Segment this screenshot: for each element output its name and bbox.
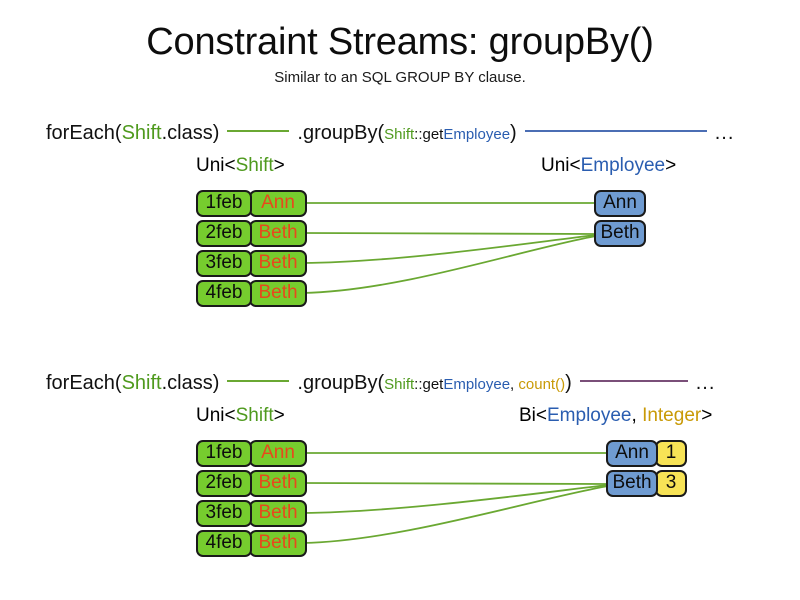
- ellipsis-1: ...: [714, 122, 735, 144]
- ellipsis-2: ...: [695, 372, 716, 394]
- mapper-type: Shift: [384, 376, 415, 393]
- shift-date: 2feb: [196, 220, 252, 247]
- page-subtitle: Similar to an SQL GROUP BY clause.: [274, 69, 526, 86]
- group-row[interactable]: Ann 1: [606, 440, 687, 467]
- shift-date: 2feb: [196, 470, 252, 497]
- groupby-suffix: ): [510, 122, 517, 144]
- foreach-type: Shift: [121, 122, 162, 144]
- left-type-suffix: >: [273, 405, 285, 426]
- right-type-separator: ,: [631, 405, 643, 426]
- link-3feb-beth: [302, 234, 597, 264]
- shift-date: 1feb: [196, 440, 252, 467]
- left-type-name: Shift: [235, 405, 274, 426]
- shift-row[interactable]: 1feb Ann: [196, 440, 307, 467]
- shift-row[interactable]: 4feb Beth: [196, 530, 307, 557]
- groupby-prefix: .groupBy(: [297, 372, 385, 394]
- mapper-type: Shift: [384, 126, 415, 143]
- group-employee: Ann: [594, 190, 646, 217]
- shift-date: 3feb: [196, 250, 252, 277]
- group-employee: Beth: [594, 220, 646, 247]
- left-type-label-1: Uni<Shift>: [196, 154, 285, 178]
- shift-employee: Beth: [249, 250, 307, 277]
- group-employee: Ann: [606, 440, 658, 467]
- link-2feb-beth-2: [302, 482, 609, 485]
- foreach-type: Shift: [121, 372, 162, 394]
- right-type-name: Employee: [580, 155, 666, 176]
- rule-purple-2: [579, 379, 688, 382]
- mapper-separator: ::get: [414, 376, 444, 393]
- right-type-suffix: >: [665, 155, 677, 176]
- collector-separator: ,: [510, 376, 519, 393]
- left-type-label-2: Uni<Shift>: [196, 404, 285, 428]
- group-row[interactable]: Beth 3: [606, 470, 687, 497]
- collector-name: count(): [518, 376, 566, 393]
- shift-employee: Ann: [249, 190, 307, 217]
- shift-row[interactable]: 3feb Beth: [196, 250, 307, 277]
- page-title: Constraint Streams: groupBy(): [146, 21, 654, 63]
- group-row[interactable]: Beth: [594, 220, 646, 247]
- groupby-prefix: .groupBy(: [297, 122, 385, 144]
- right-type-name-2: Integer: [642, 405, 702, 426]
- shift-employee: Ann: [249, 440, 307, 467]
- shift-row[interactable]: 1feb Ann: [196, 190, 307, 217]
- section-2-links: [302, 452, 609, 544]
- right-type-label-1: Uni<Employee>: [541, 154, 676, 178]
- link-3feb-beth-2: [302, 484, 609, 514]
- mapper-property: Employee: [443, 376, 511, 393]
- shift-row[interactable]: 3feb Beth: [196, 500, 307, 527]
- right-type-name: Employee: [547, 405, 632, 426]
- shift-row[interactable]: 2feb Beth: [196, 220, 307, 247]
- shift-row[interactable]: 2feb Beth: [196, 470, 307, 497]
- shift-employee: Beth: [249, 530, 307, 557]
- left-type-prefix: Uni<: [196, 155, 236, 176]
- shift-employee: Beth: [249, 280, 307, 307]
- mapper-separator: ::get: [414, 126, 444, 143]
- foreach-suffix: .class): [161, 122, 220, 144]
- shift-employee: Beth: [249, 500, 307, 527]
- right-type-prefix: Bi<: [519, 405, 547, 426]
- group-count: 1: [655, 440, 687, 467]
- group-row[interactable]: Ann: [594, 190, 646, 217]
- foreach-prefix: forEach(: [46, 122, 122, 144]
- right-type-label-2: Bi<Employee, Integer>: [519, 404, 712, 428]
- group-count: 3: [655, 470, 687, 497]
- left-type-name: Shift: [235, 155, 274, 176]
- shift-row[interactable]: 4feb Beth: [196, 280, 307, 307]
- right-type-suffix: >: [701, 405, 713, 426]
- mapper-property: Employee: [443, 126, 511, 143]
- code-line-groupby-key-count: forEach(Shift.class).groupBy(Shift::getE…: [46, 370, 776, 396]
- rule-green-1: [227, 129, 290, 132]
- rule-green-2: [227, 379, 290, 382]
- shift-employee: Beth: [249, 220, 307, 247]
- code-line-groupby-key: forEach(Shift.class).groupBy(Shift::getE…: [46, 120, 776, 146]
- shift-date: 4feb: [196, 280, 252, 307]
- foreach-prefix: forEach(: [46, 372, 122, 394]
- section-1-links: [302, 202, 597, 294]
- right-type-prefix: Uni<: [541, 155, 581, 176]
- shift-employee: Beth: [249, 470, 307, 497]
- shift-date: 4feb: [196, 530, 252, 557]
- link-2feb-beth: [302, 232, 597, 235]
- groupby-suffix: ): [565, 372, 572, 394]
- rule-blue-1: [524, 129, 707, 132]
- left-type-prefix: Uni<: [196, 405, 236, 426]
- link-4feb-beth-2: [302, 485, 609, 544]
- shift-date: 3feb: [196, 500, 252, 527]
- link-4feb-beth: [302, 235, 597, 294]
- left-type-suffix: >: [273, 155, 285, 176]
- group-employee: Beth: [606, 470, 658, 497]
- shift-date: 1feb: [196, 190, 252, 217]
- foreach-suffix: .class): [161, 372, 220, 394]
